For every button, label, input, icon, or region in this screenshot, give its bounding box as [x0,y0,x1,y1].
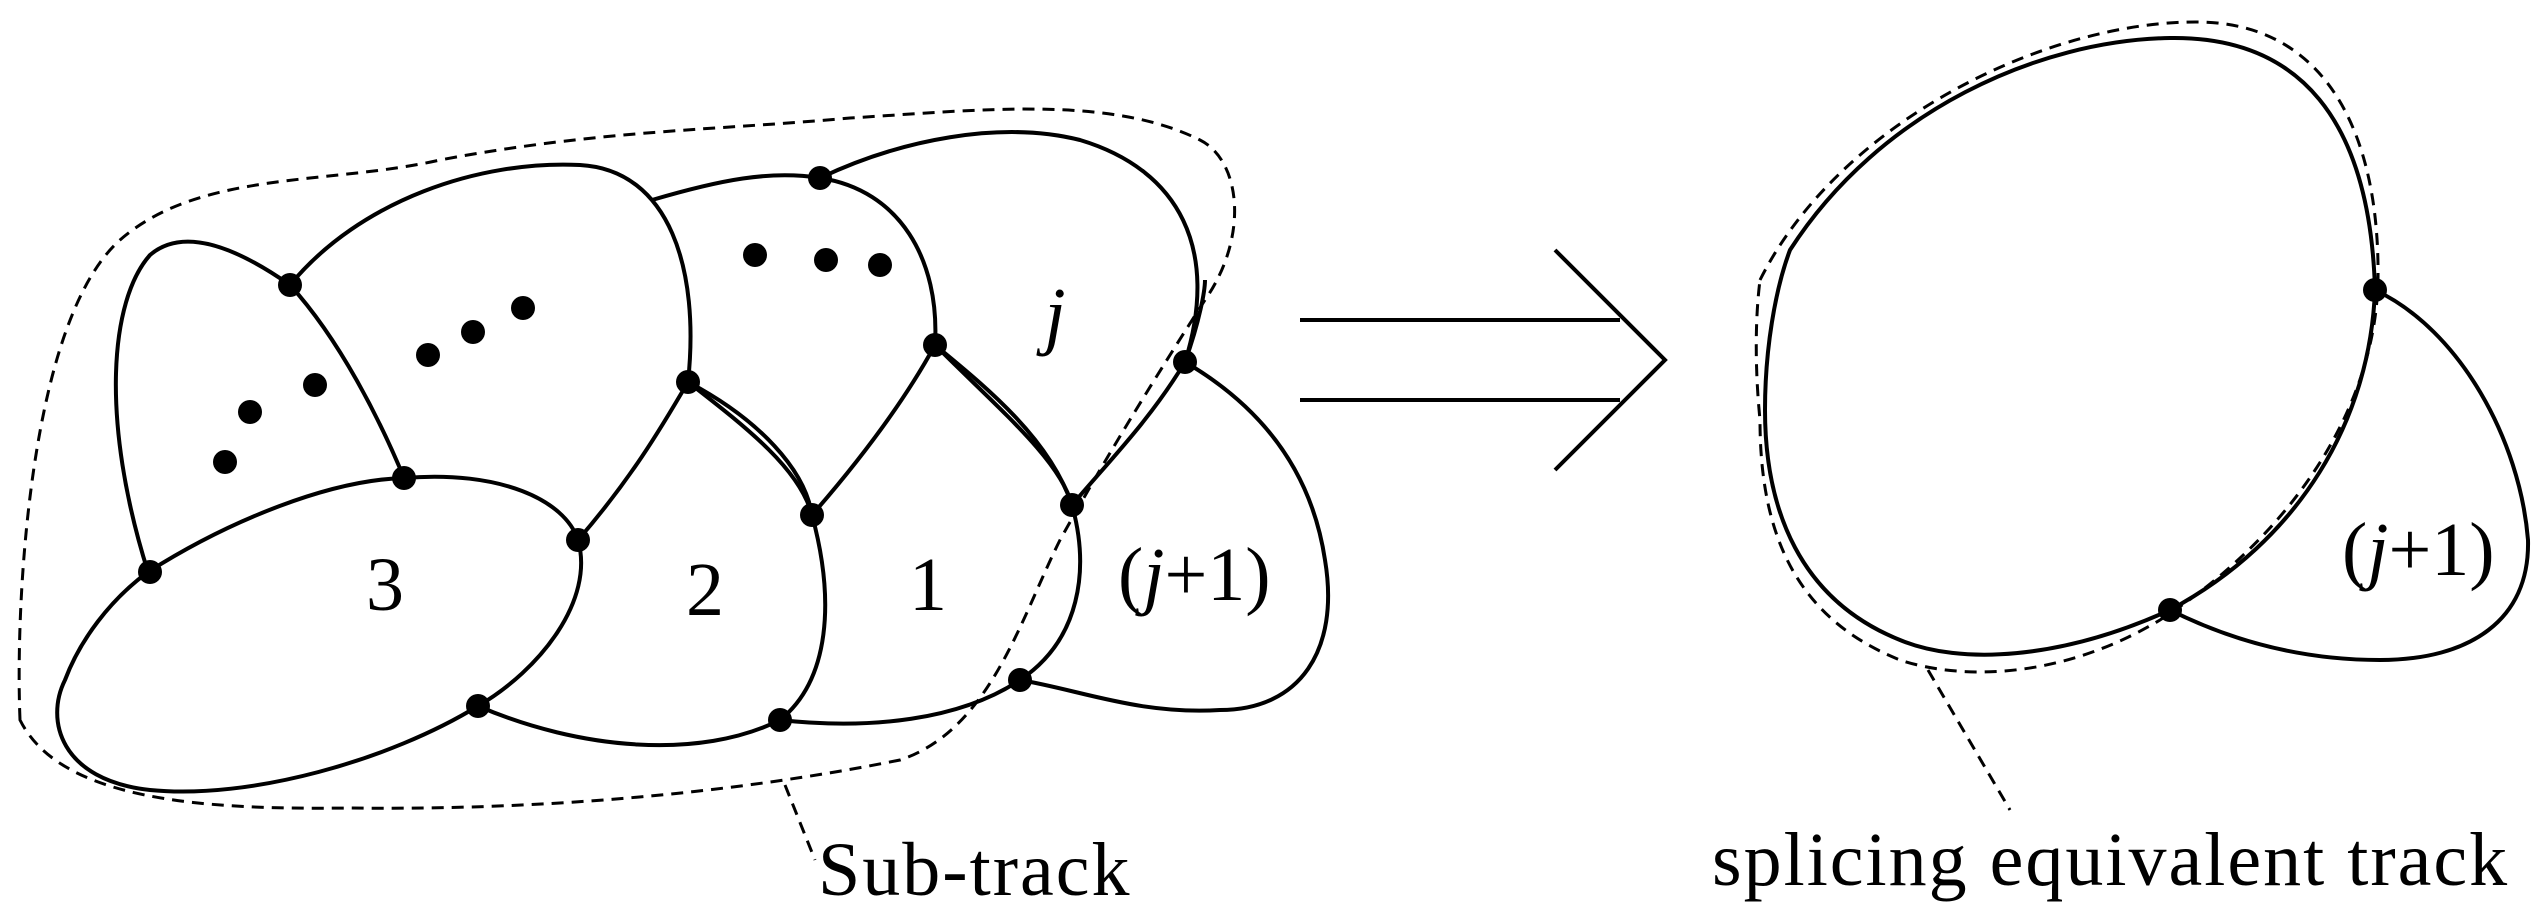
junction-node [800,503,824,527]
ellipsis-dot [868,253,892,277]
equivalent-track-envelope [1754,20,2380,674]
junction-node [1173,350,1197,374]
left-panel: 3 2 1 j (j+1) Sub-track [17,107,1331,910]
arrow-head [1553,248,1668,472]
ellipsis-dot [238,400,262,424]
ellipsis-dot [511,296,535,320]
ellipsis-dot [416,343,440,367]
region-label-3: 3 [366,543,404,627]
right-lobe-j-plus-1 [2169,288,2531,663]
right-panel: (j+1) splicing equivalent track [1712,20,2531,902]
junction-node [138,560,162,584]
junction-node [768,708,792,732]
junction-node [1008,668,1032,692]
cell-j-link [1183,279,1207,363]
region-label-j: j [1035,273,1065,357]
equivalent-track-leader [1926,669,2012,811]
ellipsis-dot [743,243,767,267]
main-track [1762,35,2378,657]
cell-j [819,130,1200,363]
cell-top-left [113,239,406,573]
sub-track-caption: Sub-track [818,828,1131,910]
junction-node [808,166,832,190]
junction-node [1060,493,1084,517]
cell-j-lower [933,343,1074,506]
cell-2 [477,379,828,748]
ellipsis-dot [814,248,838,272]
cell-1 [779,341,1083,726]
equivalent-track-caption: splicing equivalent track [1712,818,2509,902]
ellipsis-dot [303,373,327,397]
cell-j-plus-1 [1019,359,1331,713]
ellipsis-dots [213,243,892,474]
region-label-2: 2 [686,548,724,632]
sub-track-leader [783,784,817,861]
cell-top-middle [288,162,693,383]
left-junction-nodes [138,166,1197,732]
ellipsis-dot [461,320,485,344]
cell-top-right-link [687,380,814,516]
sub-track-envelope [17,107,1237,810]
junction-node [466,694,490,718]
junction-node [676,370,700,394]
right-label-j-plus-1: (j+1) [2342,508,2495,592]
junction-node [923,333,947,357]
region-label-j-plus-1: (j+1) [1118,533,1271,617]
junction-node [278,273,302,297]
cell-top-right [651,173,938,346]
junction-node [392,466,416,490]
junction-node [2363,278,2387,302]
junction-node [566,528,590,552]
implies-arrow [1300,248,1668,472]
junction-node [2158,598,2182,622]
region-label-1: 1 [909,543,947,627]
ellipsis-dot [213,450,237,474]
